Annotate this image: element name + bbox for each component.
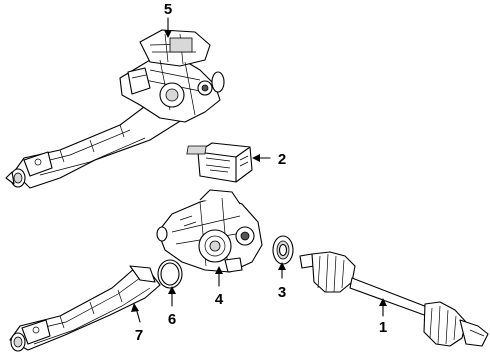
callout-6: 6 [168,286,176,328]
callout-5: 5 [164,1,172,38]
callout-3-label: 3 [278,284,286,301]
callout-2: 2 [252,151,286,168]
callout-5-label: 5 [164,1,172,18]
callout-1-label: 1 [379,319,387,336]
part-3-seal [272,235,294,265]
callout-1: 1 [379,298,387,336]
callout-4-label: 4 [215,291,224,308]
callout-3: 3 [278,262,286,301]
callout-4: 4 [215,266,224,308]
part-7-axle-tube [9,265,161,352]
part-2-control-module [186,142,253,183]
part-1-drive-shaft [299,251,489,347]
part-6-o-ring [157,259,183,289]
callout-2-label: 2 [278,151,286,168]
part-4-differential-housing [156,189,263,273]
part-5-axle-assembly [5,29,225,189]
callout-7-label: 7 [135,327,143,344]
callout-6-label: 6 [168,311,176,328]
callout-7: 7 [131,303,143,344]
